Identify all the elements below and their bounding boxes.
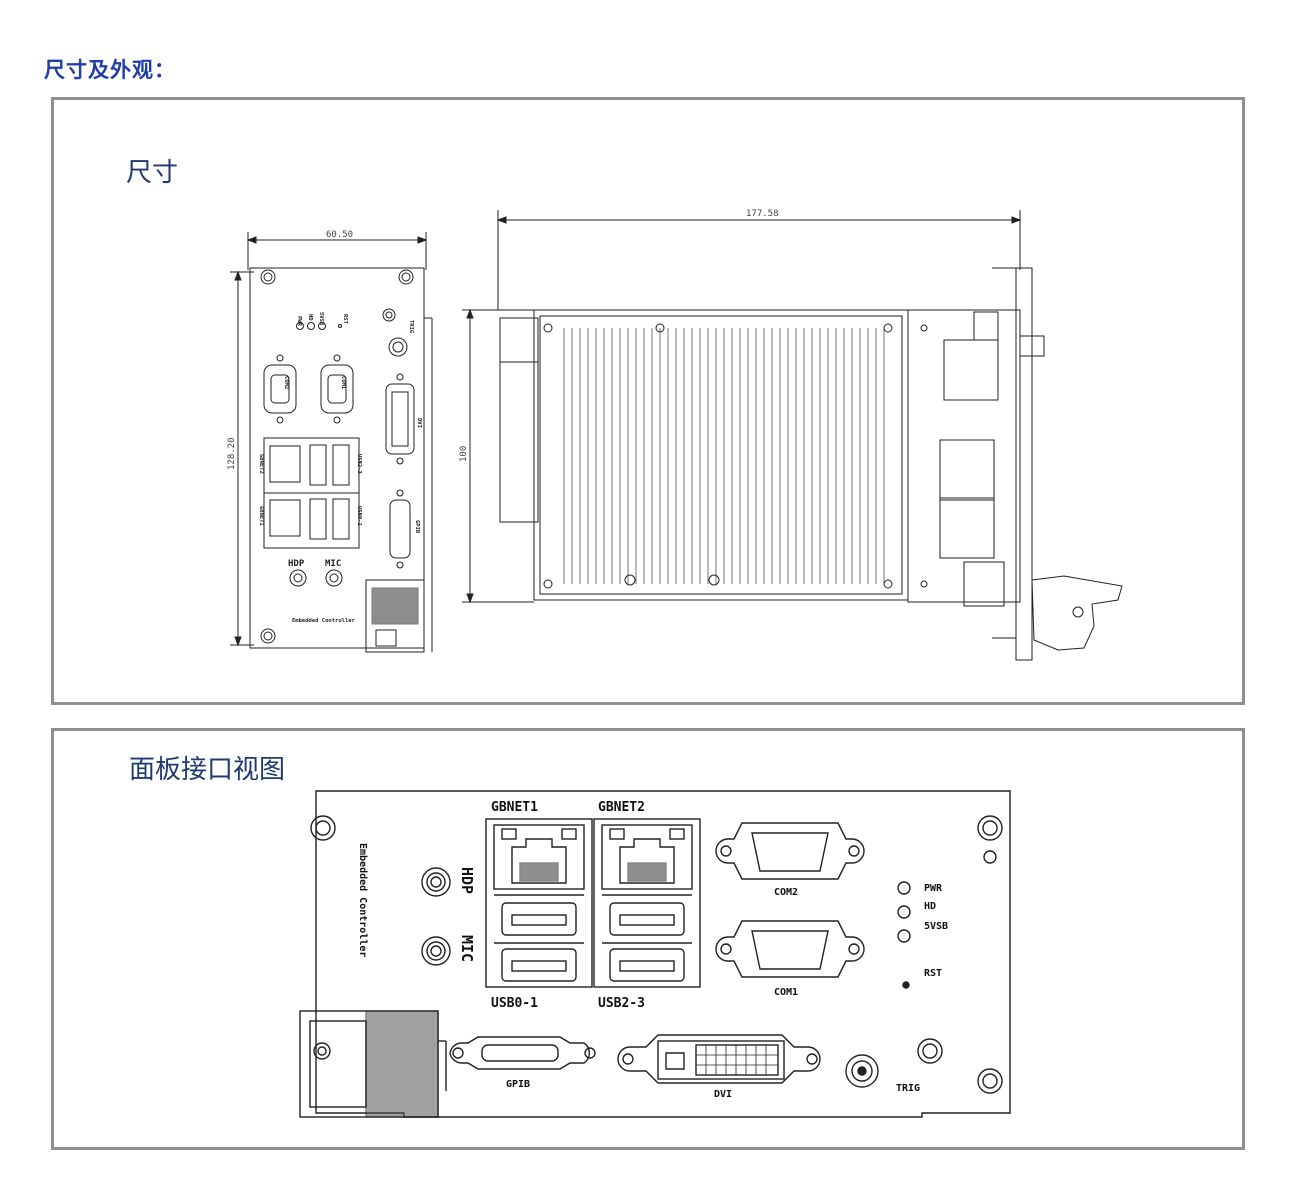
label-rst: RST	[924, 968, 942, 979]
label-usb23: USB2-3	[598, 996, 645, 1011]
screw-icon	[977, 1068, 1003, 1094]
label-hd: HD	[924, 901, 936, 912]
hd-led-icon	[897, 905, 911, 919]
label-pwr: PWR	[924, 883, 943, 894]
front-label-gbnet1: GBNET1	[258, 506, 264, 527]
rj45-port-icon	[619, 838, 675, 884]
label-hdp: HDP	[458, 867, 476, 894]
label-trig: TRIG	[896, 1083, 920, 1094]
front-label-hdp: HDP	[288, 559, 305, 569]
front-label-trig: TRIG	[408, 320, 414, 334]
front-label-5vsb: 5VSB	[318, 312, 324, 326]
dimension-drawing: 60.50 128.20 177.58 100 PWR HD 5VSB RST …	[227, 209, 1123, 661]
front-label-gpib: GPIB	[414, 520, 420, 534]
usb-port-icon	[609, 902, 685, 936]
front-label-com1: COM1	[340, 376, 346, 390]
front-width-value: 60.50	[326, 230, 353, 240]
label-com2: COM2	[774, 887, 798, 898]
trig-connector-icon	[845, 1054, 879, 1088]
label-gbnet1: GBNET1	[491, 800, 538, 815]
front-label-usb01: USB0-1	[356, 506, 362, 527]
interface-drawing: GBNET1 GBNET2 USB0-1 USB2-3 HDP MIC COM2…	[299, 790, 1011, 1118]
label-gpib: GPIB	[506, 1079, 530, 1090]
screw-icon	[977, 815, 1003, 841]
rst-button-icon	[902, 981, 910, 989]
dimensions-title: 尺寸	[126, 158, 179, 188]
front-label-brand: Embedded Controller	[292, 618, 356, 624]
front-label-dvi: DVI	[416, 418, 422, 428]
label-5vsb: 5VSB	[924, 921, 948, 932]
front-label-mic: MIC	[325, 559, 341, 569]
pwr-led-icon	[897, 881, 911, 895]
label-brand: Embedded Controller	[357, 843, 368, 957]
screw-icon	[310, 815, 336, 841]
usb-port-icon	[501, 902, 577, 936]
side-height-value: 100	[459, 446, 469, 462]
front-label-usb23: USB2-3	[356, 454, 362, 474]
front-height-value: 128.20	[227, 437, 237, 470]
usb-port-icon	[609, 948, 685, 982]
gpib-port-icon	[449, 1036, 590, 1070]
com2-port-icon	[715, 822, 865, 880]
com1-port-icon	[715, 920, 865, 978]
dvi-port-icon	[617, 1034, 821, 1084]
front-label-gbnet2: GBNET2	[258, 454, 264, 474]
mic-jack-icon	[421, 936, 451, 966]
5vsb-led-icon	[897, 929, 911, 943]
dimensions-panel: 尺寸	[51, 97, 1245, 705]
front-label-pwr: PWR	[296, 316, 302, 327]
usb-port-icon	[501, 948, 577, 982]
front-label-hd: HD	[307, 314, 313, 321]
hdp-jack-icon	[421, 867, 451, 897]
front-label-com2: COM2	[283, 376, 289, 389]
interface-panel: 面板接口视图	[51, 728, 1245, 1150]
section-heading: 尺寸及外观：	[44, 58, 176, 82]
label-gbnet2: GBNET2	[598, 800, 645, 815]
interface-title: 面板接口视图	[129, 755, 286, 785]
label-com1: COM1	[774, 987, 798, 998]
label-usb01: USB0-1	[491, 996, 538, 1011]
label-mic: MIC	[458, 935, 476, 962]
side-length-value: 177.58	[746, 209, 779, 219]
label-dvi: DVI	[714, 1089, 732, 1100]
front-label-rst: RST	[342, 314, 348, 325]
rj45-port-icon	[511, 838, 567, 884]
